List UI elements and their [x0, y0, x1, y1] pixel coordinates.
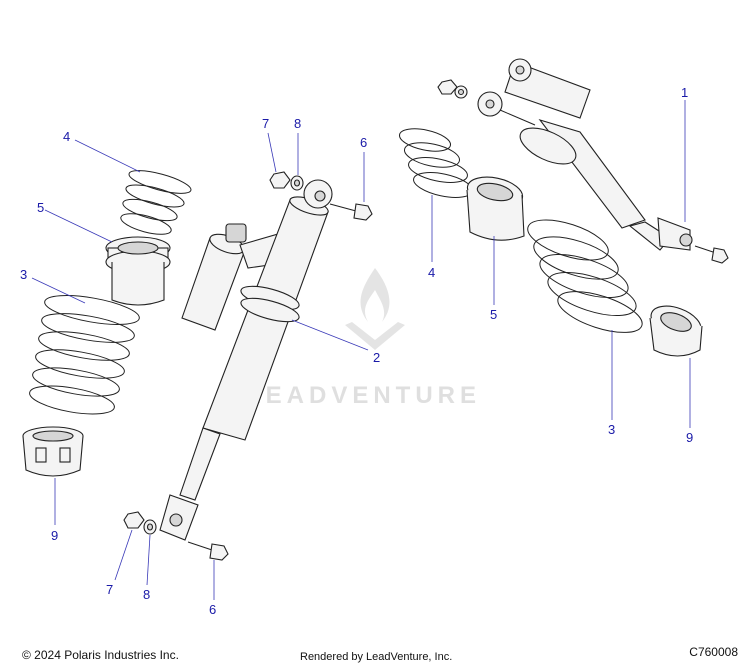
- left-spring-assembly: [22, 170, 192, 477]
- rendered-by-credit: Rendered by LeadVenture, Inc.: [300, 651, 453, 663]
- nut-top: [269, 171, 291, 189]
- callout-8-top: 8: [294, 116, 301, 131]
- callout-1: 1: [681, 85, 688, 100]
- callout-5-right: 5: [490, 307, 497, 322]
- bottom-hardware: [123, 511, 229, 561]
- main-coil-spring-left: [29, 295, 140, 415]
- callout-3-right: 3: [608, 422, 615, 437]
- bolt-top: [329, 203, 373, 221]
- leader-lines: [31, 100, 691, 600]
- callout-7-top: 7: [262, 116, 269, 131]
- top-right-hardware: [437, 79, 729, 264]
- spring-seat-left: [105, 236, 171, 306]
- top-hardware: [269, 171, 373, 221]
- callout-5-left: 5: [37, 200, 44, 215]
- callout-6-top: 6: [360, 135, 367, 150]
- callout-9-left: 9: [51, 528, 58, 543]
- watermark: LEADVENTURE: [246, 268, 481, 409]
- center-shock-absorber: [159, 179, 333, 541]
- main-coil-spring-right: [527, 219, 643, 333]
- callout-4-left: 4: [63, 129, 70, 144]
- callout-7-bottom: 7: [106, 582, 113, 597]
- callout-9-right: 9: [686, 430, 693, 445]
- copyright-notice: © 2024 Polaris Industries Inc.: [22, 648, 179, 662]
- upper-coil-spring-right: [398, 128, 473, 198]
- callout-labels: 1 2 3 3 4 4 5 5 6 6 7 7 8 8 9 9: [20, 85, 693, 617]
- callout-6-bottom: 6: [209, 602, 216, 617]
- upper-right-shock-absorber: [477, 58, 693, 251]
- watermark-text: LEADVENTURE: [246, 382, 481, 409]
- shock-clamp-collar: [240, 285, 300, 323]
- callout-8-bottom: 8: [143, 587, 150, 602]
- bolt-bottom: [187, 541, 229, 561]
- watermark-flame-icon: [360, 268, 390, 322]
- spring-retainer-left: [22, 426, 84, 477]
- right-spring-assembly: [398, 58, 729, 357]
- watermark-chevron-icon: [345, 322, 405, 350]
- callout-2: 2: [373, 350, 380, 365]
- spring-retainer-right: [649, 305, 703, 357]
- spring-seat-right: [466, 176, 525, 241]
- callout-4-right: 4: [428, 265, 435, 280]
- figure-code: C760008: [689, 645, 738, 659]
- callout-3-left: 3: [20, 267, 27, 282]
- nut-bottom: [123, 511, 145, 529]
- upper-coil-spring-left: [120, 170, 192, 235]
